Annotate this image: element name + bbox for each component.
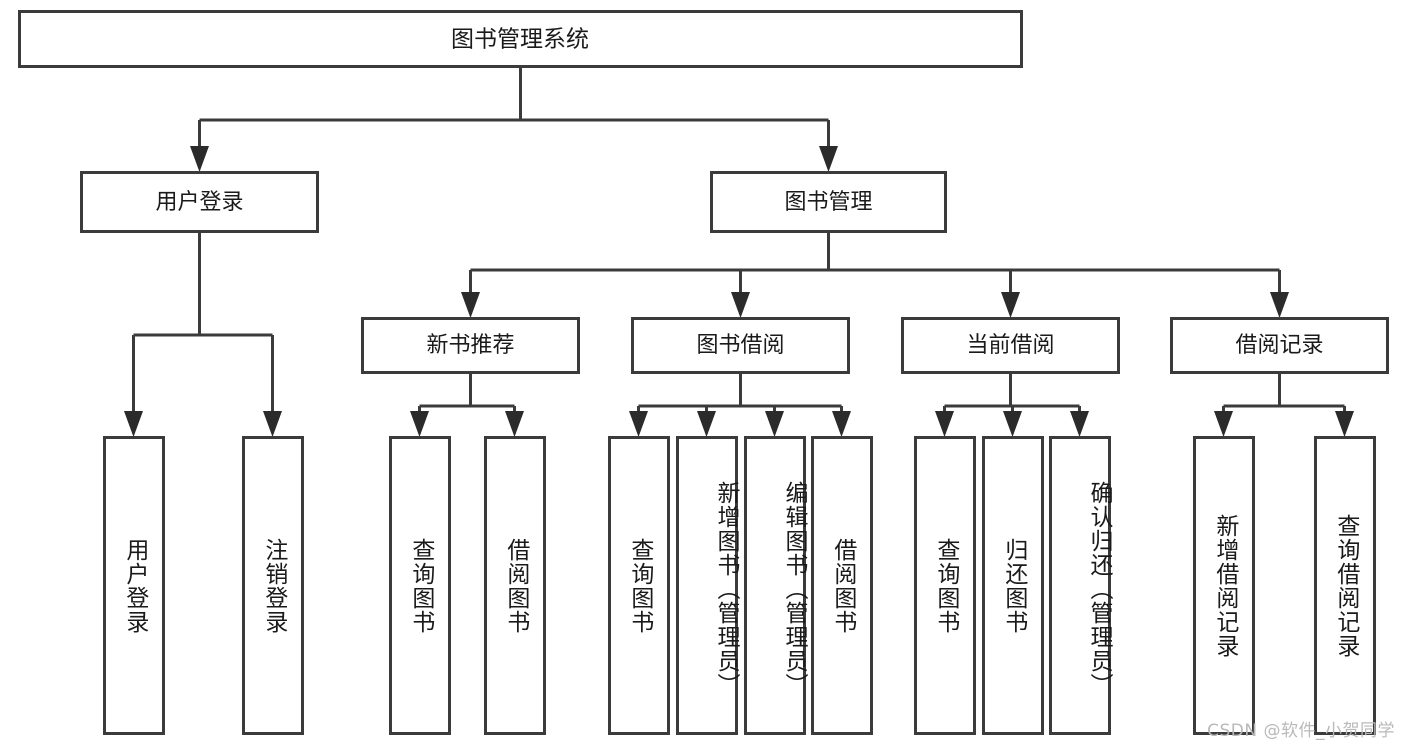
connector-group-root xyxy=(190,67,838,172)
leaf-box-bb-borrow-book[interactable] xyxy=(811,436,873,735)
arrowhead-bb-leaf-1 xyxy=(629,411,648,437)
node-borrow-record[interactable]: 借阅记录 xyxy=(1170,317,1389,374)
leaf-box-user-login[interactable] xyxy=(103,436,165,735)
arrowhead-book-mgmt xyxy=(819,146,838,172)
arrowhead-new-book xyxy=(461,292,480,318)
leaf-box-bb-query-book[interactable] xyxy=(608,436,670,735)
arrowhead-bb-leaf-2 xyxy=(697,411,716,437)
leaf-boxes-new-book xyxy=(389,436,546,735)
leaf-box-nb-borrow-book[interactable] xyxy=(484,436,546,735)
connector-group-book-borrow xyxy=(629,373,851,437)
node-new-book-recommend-box[interactable] xyxy=(361,317,580,374)
arrowhead-cb-leaf-3 xyxy=(1070,411,1089,437)
connector-group-book-mgmt xyxy=(461,232,1289,318)
arrowhead-bb-leaf-4 xyxy=(832,411,851,437)
arrowhead-user-login xyxy=(190,146,209,172)
connector-group-new-book xyxy=(410,373,524,437)
node-book-borrow[interactable]: 图书借阅 xyxy=(631,317,850,374)
connector-group-borrow-record xyxy=(1214,373,1354,437)
csdn-watermark: CSDN @软件_小贺同学 xyxy=(1207,721,1395,741)
leaf-box-br-add-record[interactable] xyxy=(1193,436,1255,735)
node-book-borrow-label: 图书借阅 xyxy=(696,333,784,358)
node-user-login[interactable]: 用户登录 xyxy=(80,171,319,233)
connector-group-user-login xyxy=(124,232,282,437)
node-user-login-box[interactable] xyxy=(80,171,319,233)
leaf-box-nb-query-book[interactable] xyxy=(389,436,451,735)
node-book-management[interactable]: 图书管理 xyxy=(710,171,947,233)
node-user-login-label: 用户登录 xyxy=(155,190,243,215)
node-borrow-record-label: 借阅记录 xyxy=(1235,333,1323,358)
node-book-borrow-box[interactable] xyxy=(631,317,850,374)
arrowhead-leaf-user-login xyxy=(124,411,143,437)
arrowhead-cb-leaf-2 xyxy=(1003,411,1022,437)
leaf-boxes-borrow-record xyxy=(1193,436,1376,735)
node-book-management-box[interactable] xyxy=(710,171,947,233)
arrowhead-current-borrow xyxy=(1001,292,1020,318)
node-new-book-recommend-label: 新书推荐 xyxy=(426,333,514,358)
leaf-box-bb-edit-book[interactable] xyxy=(744,436,806,735)
leaf-box-cb-return-book[interactable] xyxy=(982,436,1044,735)
node-book-management-label: 图书管理 xyxy=(784,190,872,215)
arrowhead-br-leaf-2 xyxy=(1335,411,1354,437)
leaf-box-br-query-record[interactable] xyxy=(1314,436,1376,735)
node-root-label: 图书管理系统 xyxy=(451,27,589,53)
leaf-boxes-book-borrow xyxy=(608,436,873,735)
node-new-book-recommend[interactable]: 新书推荐 xyxy=(361,317,580,374)
node-root-box[interactable] xyxy=(18,10,1023,68)
arrowhead-nb-leaf-1 xyxy=(410,411,429,437)
leaf-boxes-user-login xyxy=(103,436,304,735)
node-current-borrow[interactable]: 当前借阅 xyxy=(901,317,1120,374)
node-current-borrow-box[interactable] xyxy=(901,317,1120,374)
arrowhead-cb-leaf-1 xyxy=(935,411,954,437)
leaf-box-bb-add-book[interactable] xyxy=(676,436,738,735)
arrowhead-borrow-record xyxy=(1270,292,1289,318)
leaf-box-logout[interactable] xyxy=(242,436,304,735)
arrowhead-leaf-logout xyxy=(263,411,282,437)
leaf-box-cb-query-book[interactable] xyxy=(914,436,976,735)
connector-group-current-borrow xyxy=(935,373,1089,437)
node-root[interactable]: 图书管理系统 xyxy=(18,10,1023,68)
leaf-boxes-current-borrow xyxy=(914,436,1111,735)
node-current-borrow-label: 当前借阅 xyxy=(966,333,1054,358)
arrowhead-book-borrow xyxy=(731,292,750,318)
node-borrow-record-box[interactable] xyxy=(1170,317,1389,374)
arrowhead-nb-leaf-2 xyxy=(505,411,524,437)
arrowhead-bb-leaf-3 xyxy=(765,411,784,437)
leaf-box-cb-confirm-return[interactable] xyxy=(1049,436,1111,735)
arrowhead-br-leaf-1 xyxy=(1214,411,1233,437)
